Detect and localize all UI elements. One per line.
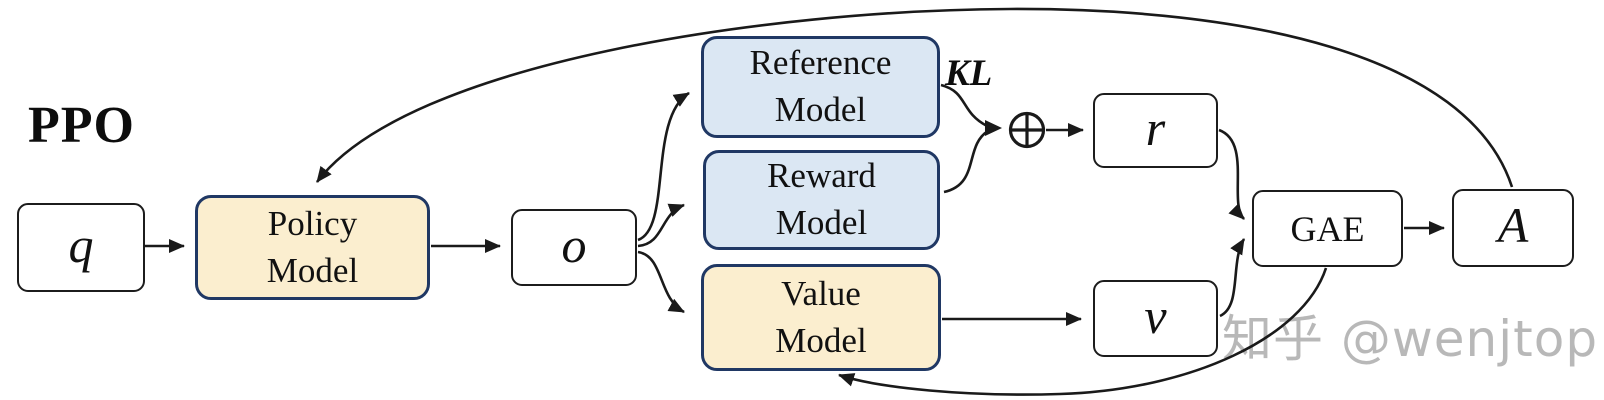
node-reference-model-label: Reference Model	[750, 40, 892, 134]
node-advantage-box: A	[1452, 189, 1574, 267]
watermark: 知乎 @wenjtop	[1222, 310, 1599, 368]
node-value-model-label: Value Model	[775, 271, 866, 365]
node-r-box: r	[1093, 93, 1218, 168]
node-v-label: v	[1144, 287, 1167, 344]
edge-o-to-reward	[637, 203, 685, 248]
circled-plus-icon	[1008, 111, 1046, 149]
oplus-merge-arrowhead	[985, 120, 1002, 136]
node-gae-box: GAE	[1252, 190, 1403, 267]
policy-label-line2: Model	[266, 250, 359, 290]
edge-r-to-gae	[1218, 128, 1246, 220]
node-r-label: r	[1145, 99, 1166, 156]
reference-label-line1: Reference	[749, 43, 892, 83]
reward-label-line2: Model	[775, 203, 868, 242]
node-value-model-box: Value Model	[701, 264, 941, 371]
node-v-box: v	[1093, 280, 1218, 357]
value-label-line1: Value	[781, 273, 861, 313]
edge-o-to-value	[637, 250, 685, 314]
edge-label-kl: KL	[945, 53, 993, 94]
node-q-box: q	[17, 203, 145, 292]
value-label-line2: Model	[775, 320, 867, 360]
node-reward-model-box: Reward Model	[703, 150, 940, 250]
node-reward-model-label: Reward Model	[767, 153, 876, 247]
node-o-label: o	[561, 216, 587, 273]
node-gae-label: GAE	[1290, 208, 1365, 249]
edge-reward-to-oplus	[943, 129, 989, 194]
reward-label-line1: Reward	[767, 156, 876, 196]
policy-label-line1: Policy	[267, 203, 358, 243]
circled-plus-cross	[1011, 114, 1043, 146]
reference-label-line2: Model	[774, 90, 867, 129]
node-o-box: o	[511, 209, 637, 286]
node-reference-model-box: Reference Model	[701, 36, 940, 138]
node-advantage-label: A	[1497, 197, 1529, 253]
diagram-title: PPO	[28, 97, 135, 154]
node-policy-model-label: Policy Model	[267, 201, 358, 295]
node-policy-model-box: Policy Model	[195, 195, 430, 300]
node-q-label: q	[68, 216, 94, 273]
edge-o-to-reference	[637, 91, 690, 242]
circled-plus-circle	[1008, 111, 1046, 149]
